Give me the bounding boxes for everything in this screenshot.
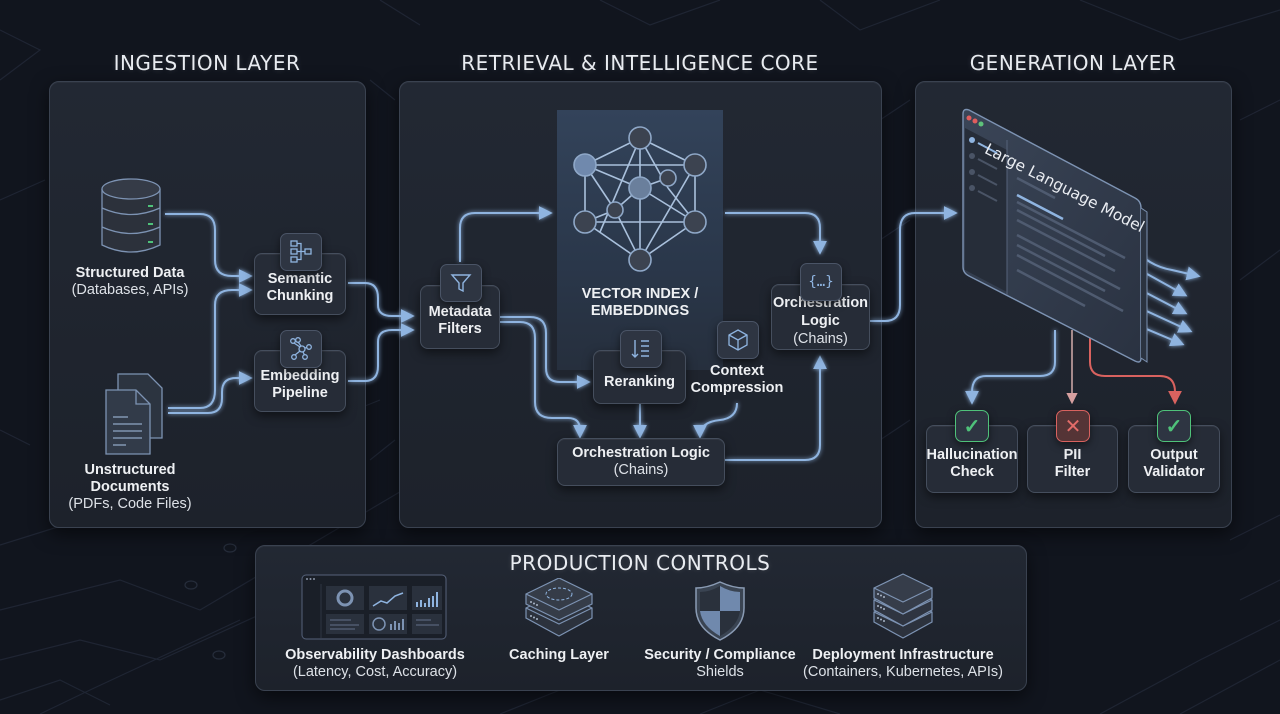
network-icon (280, 330, 322, 368)
graph-icon (573, 126, 707, 272)
arrow-embedding-to-filters (348, 323, 415, 382)
check-pass-icon: ✓ (955, 410, 989, 442)
database-icon (101, 178, 161, 253)
braces-icon: {…} (800, 263, 842, 301)
llm-window-icon (962, 108, 1148, 363)
arrow-llm-to-validator (1089, 330, 1182, 405)
server-stack-icon (873, 573, 933, 639)
arrow-orchestration-to-llm (870, 206, 958, 322)
arrow-chunking-to-filters (348, 282, 415, 323)
structured-data-source (96, 175, 166, 260)
arrow-filters-to-vector (459, 206, 553, 262)
caching-layer-label: Caching Layer (509, 647, 609, 663)
security-compliance-label: Security / Compliance Shields (644, 647, 796, 680)
arrow-docs-to-embedding (168, 371, 253, 414)
orchestration-logic-right-node[interactable]: Orchestration Logic (Chains) (771, 284, 870, 350)
structured-data-label: Structured Data (Databases, APIs) (71, 265, 189, 298)
check-pass-icon: ✓ (1157, 410, 1191, 442)
arrow-llm-to-hallucination (965, 330, 1056, 405)
cache-server-icon (525, 578, 593, 637)
fail-x-icon: ✕ (1056, 410, 1090, 442)
arrow-filters-to-reranking (500, 316, 591, 389)
arrow-orchestration-bottom-to-right (725, 355, 827, 461)
shield-icon (695, 581, 745, 641)
observability-dashboards-label: Observability Dashboards (Latency, Cost,… (285, 647, 465, 680)
arrow-filters-to-orchestration-bottom (500, 321, 587, 439)
dashboard-icon (301, 574, 447, 640)
ingestion-layer-title: INGESTION LAYER (113, 51, 301, 75)
retrieval-core-title: RETRIEVAL & INTELLIGENCE CORE (461, 51, 819, 75)
orchestration-logic-bottom-node[interactable]: Orchestration Logic (Chains) (557, 438, 725, 486)
vector-index-label: VECTOR INDEX / EMBEDDINGS (581, 286, 699, 319)
funnel-icon (440, 264, 482, 302)
documents-icon (105, 373, 163, 455)
generation-layer-title: GENERATION LAYER (969, 51, 1177, 75)
arrow-docs-to-chunking (168, 283, 253, 409)
unstructured-documents-label: Unstructured Documents (PDFs, Code Files… (68, 462, 192, 512)
arrow-llm-out-1 (1059, 199, 1201, 281)
production-controls-title: PRODUCTION CONTROLS (509, 551, 771, 575)
arrow-structured-to-chunking (165, 213, 253, 283)
arrow-compression-to-orchestration (693, 402, 738, 439)
hierarchy-icon (280, 233, 322, 271)
arrow-vector-to-orchestration-right (725, 212, 827, 255)
cube-icon (717, 321, 759, 359)
unstructured-documents-source (102, 372, 166, 456)
deployment-infrastructure-label: Deployment Infrastructure (Containers, K… (803, 647, 1003, 680)
context-compression-label: Context Compression (690, 363, 784, 396)
sort-list-icon (620, 330, 662, 368)
